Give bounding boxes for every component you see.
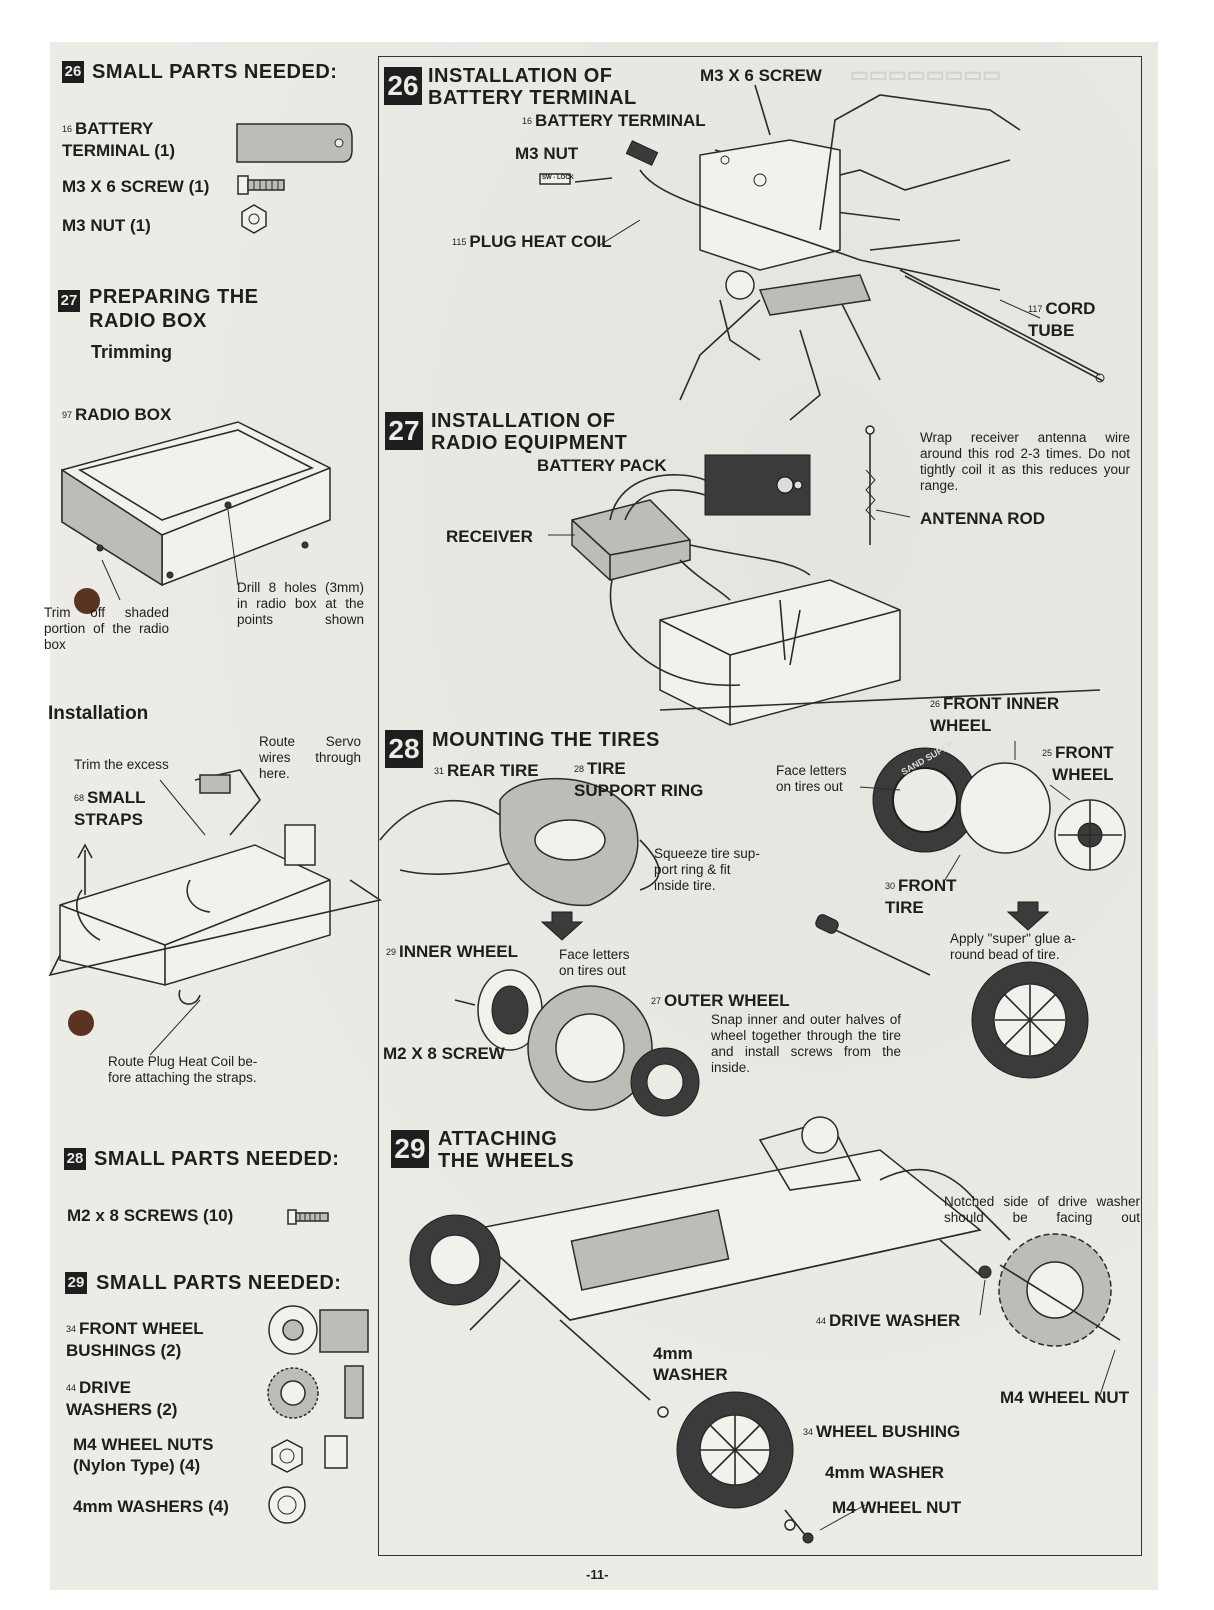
m2-screw-icon xyxy=(287,1209,329,1225)
label-4mm-washer-2: 4mm WASHER xyxy=(825,1463,945,1482)
glued-front-wheel-illustration xyxy=(971,961,1089,1079)
step-badge-28-left: 28 xyxy=(64,1148,86,1170)
step-badge-29-left: 29 xyxy=(65,1272,87,1294)
instructions-panel xyxy=(378,56,1142,1556)
install-battery-terminal-title: INSTALLATION OF BATTERY TERMINAL xyxy=(428,65,637,109)
radio-box-illustration xyxy=(61,421,331,601)
route-servo-note: Route Servo wires through here. xyxy=(259,734,361,781)
label-antenna-rod: ANTENNA ROD xyxy=(920,509,1045,528)
small-parts-26-title: SMALL PARTS NEEDED: xyxy=(92,61,338,83)
wheel-nut-icon xyxy=(271,1435,348,1473)
step-badge-26: 26 xyxy=(62,61,84,83)
route-plug-note: Route Plug Heat Coil be- fore attaching … xyxy=(108,1054,258,1085)
step-badge-26-right: 26 xyxy=(384,67,422,105)
label-m4-wheel-nut-2: M4 WHEEL NUT xyxy=(832,1498,962,1517)
trim-shaded-note: Trim off shaded portion of the radio box xyxy=(44,605,169,652)
label-m4-wheel-nut-1: M4 WHEEL NUT xyxy=(1000,1388,1130,1407)
installation-subtitle: Installation xyxy=(48,703,149,724)
front-wheel-assembly-illustration xyxy=(815,747,1126,976)
rear-wheel-assembly-illustration xyxy=(454,969,700,1117)
step-badge-28-right: 28 xyxy=(385,730,423,768)
small-parts-28-title: SMALL PARTS NEEDED: xyxy=(94,1148,340,1170)
super-glue-note: Apply "super" glue a- round bead of tire… xyxy=(950,931,1076,962)
notched-washer-note: Notched side of drive washer should be f… xyxy=(944,1194,1140,1225)
step-badge-27-right: 27 xyxy=(385,412,423,450)
washer-icon xyxy=(268,1486,306,1524)
sw-lock-label: SW - LOCK xyxy=(542,175,574,181)
part-m4-wheel-nuts: M4 WHEEL NUTS (Nylon Type) (4) xyxy=(73,1435,214,1475)
face-letters-note-2: Face letters on tires out xyxy=(776,763,847,794)
step-badge-29-right: 29 xyxy=(391,1130,429,1168)
step-badge-27: 27 xyxy=(58,290,80,312)
antenna-wrap-note: Wrap receiver antenna wire around this r… xyxy=(920,430,1130,493)
radio-equipment-illustration xyxy=(571,425,1101,726)
attaching-wheels-title: ATTACHING THE WHEELS xyxy=(438,1128,575,1172)
part-m3-nut: M3 NUT (1) xyxy=(62,216,151,235)
drill-holes-note: Drill 8 holes (3mm) in radio box at the … xyxy=(237,580,364,627)
mounting-tires-title: MOUNTING THE TIRES xyxy=(432,729,660,751)
rear-tire-hands-illustration xyxy=(379,777,660,907)
radio-box-install-illustration xyxy=(48,769,382,1056)
screw-icon xyxy=(237,175,285,195)
arrow-down-icon-2 xyxy=(1006,901,1050,931)
label-m2x8-screw: M2 X 8 SCREW xyxy=(383,1044,505,1063)
label-4mm-washer-1: 4mm WASHER xyxy=(653,1344,728,1384)
part-m2x8-screws: M2 x 8 SCREWS (10) xyxy=(67,1206,234,1225)
squeeze-note: Squeeze tire sup- port ring & fit inside… xyxy=(654,846,760,893)
arrow-down-icon xyxy=(540,911,584,941)
label-m3x6-screw: M3 X 6 SCREW xyxy=(700,66,822,85)
install-radio-equipment-title: INSTALLATION OF RADIO EQUIPMENT xyxy=(431,410,628,454)
face-letters-note-1: Face letters on tires out xyxy=(559,947,630,978)
part-4mm-washers: 4mm WASHERS (4) xyxy=(73,1497,229,1516)
leader-lines xyxy=(548,219,1116,1531)
car-chassis-illustration xyxy=(409,1116,1121,1544)
punch-holes xyxy=(68,588,100,1036)
trim-excess-note: Trim the excess xyxy=(74,757,169,772)
label-battery-pack: BATTERY PACK xyxy=(537,456,667,475)
battery-terminal-icon xyxy=(236,123,353,163)
bushing-icon xyxy=(268,1305,369,1355)
chassis-steering-illustration xyxy=(539,84,1105,421)
nut-icon xyxy=(241,204,267,234)
part-m3x6-screw: M3 X 6 SCREW (1) xyxy=(62,177,210,196)
drive-washer-icon xyxy=(267,1365,364,1419)
page-number: -11- xyxy=(586,1567,609,1582)
label-m3-nut: M3 NUT xyxy=(515,144,579,163)
snap-wheel-note: Snap inner and outer halves of wheel tog… xyxy=(711,1012,901,1075)
small-parts-29-title: SMALL PARTS NEEDED: xyxy=(96,1272,342,1294)
preparing-radio-box-title: PREPARING THE RADIO BOX xyxy=(89,286,259,332)
label-receiver: RECEIVER xyxy=(446,527,533,546)
trimming-subtitle: Trimming xyxy=(91,342,173,362)
